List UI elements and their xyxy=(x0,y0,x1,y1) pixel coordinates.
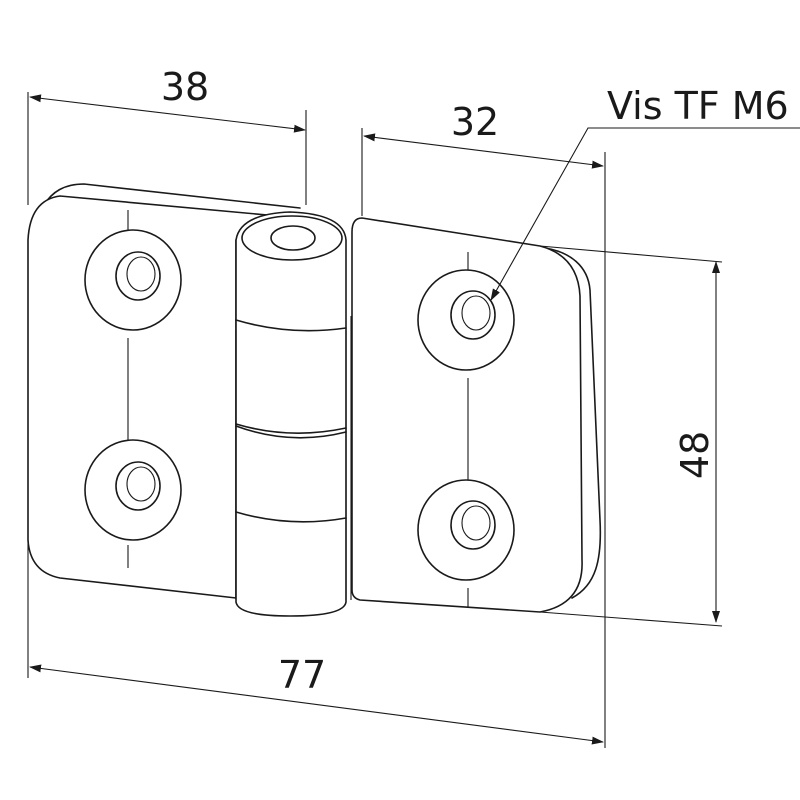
screw-hole-left-bottom xyxy=(84,439,182,541)
screw-hole-right-top xyxy=(417,269,515,371)
dimension-label-38: 38 xyxy=(161,65,209,109)
dimension-77: 77 xyxy=(27,540,604,745)
right-leaf xyxy=(351,217,602,613)
dimension-label-77: 77 xyxy=(278,653,326,697)
left-leaf xyxy=(27,183,301,599)
hinge-knuckle xyxy=(235,211,352,617)
screw-hole-left-top xyxy=(84,229,182,331)
dimension-label-48: 48 xyxy=(673,431,717,479)
dimension-38: 38 xyxy=(27,65,307,205)
screw-hole-right-bottom xyxy=(417,479,515,581)
dimension-48: 48 xyxy=(539,245,723,627)
callout-label: Vis TF M6 xyxy=(607,84,789,128)
screw-callout: Vis TF M6 xyxy=(490,84,800,301)
dimension-label-32: 32 xyxy=(451,100,499,144)
